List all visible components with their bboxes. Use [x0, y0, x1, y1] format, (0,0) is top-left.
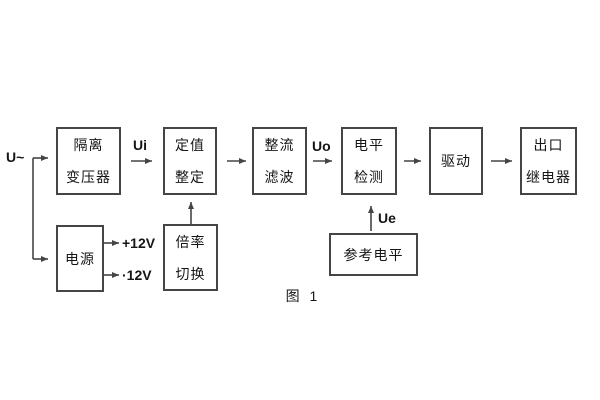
signal-uo-label: Uo: [312, 138, 331, 154]
block-power-supply: 电源: [56, 225, 104, 292]
figure-caption: 图 1: [285, 288, 321, 304]
block-level-detection: 电平 检测: [341, 127, 397, 195]
block-label: 驱动: [441, 153, 471, 169]
minus-12v-label: ·12V: [122, 267, 152, 283]
block-label: 滤波: [264, 169, 295, 185]
block-label: 参考电平: [343, 246, 404, 263]
plus-12v-label: +12V: [122, 235, 156, 251]
block-rectifier-filter: 整流 滤波: [252, 127, 307, 195]
block-label: 整定: [175, 169, 205, 185]
block-label: 变压器: [66, 169, 111, 185]
signal-ui-label: Ui: [133, 137, 147, 153]
block-label: 电源: [65, 250, 95, 267]
signal-ue-label: Ue: [378, 210, 396, 226]
block-label: 隔离: [73, 137, 104, 153]
block-label: 整流: [264, 137, 295, 153]
block-setpoint-setting: 定值 整定: [163, 127, 217, 195]
block-ratio-switch: 倍率 切换: [163, 224, 218, 291]
block-label: 出口: [533, 137, 564, 153]
block-drive: 驱动: [429, 127, 483, 195]
block-reference-level: 参考电平: [329, 233, 418, 276]
block-label: 继电器: [526, 169, 571, 185]
block-label: 检测: [354, 169, 384, 185]
block-isolation-transformer: 隔离 变压器: [56, 127, 121, 195]
block-label: 定值: [175, 137, 205, 153]
block-label: 切换: [175, 265, 206, 282]
block-label: 电平: [354, 137, 384, 153]
input-voltage-label: U~: [6, 149, 25, 165]
block-output-relay: 出口 继电器: [520, 127, 577, 195]
block-label: 倍率: [175, 233, 206, 250]
